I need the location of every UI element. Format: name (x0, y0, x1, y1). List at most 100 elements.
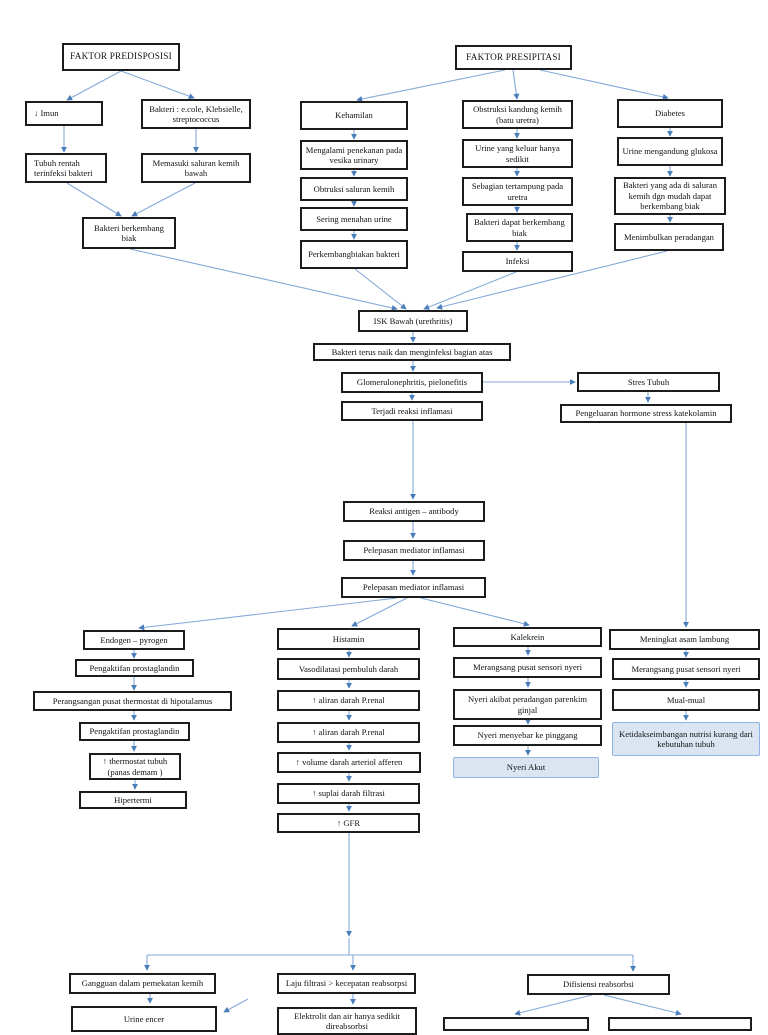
node-perangsangan-thermostat: Perangsangan pusat thermostat di hipotal… (33, 691, 232, 711)
node-label-urine-mengandung: Urine mengandung glukosa (622, 146, 718, 157)
node-label-gfr: ↑ GFR (336, 817, 361, 828)
edge-arrow-0 (66, 70, 122, 101)
node-label-terjadi-reaksi-inflamasi: Terjadi reaksi inflamasi (371, 405, 453, 416)
node-label-pengaktifan-prostaglandin-1: Pengaktifan prostaglandin (89, 662, 180, 673)
node-label-memasuki-saluran: Memasuki saluran kemih bawah (152, 157, 240, 178)
node-pelepasan-mediator-2: Pelepasan mediator inflamasi (341, 577, 486, 598)
node-label-pelepasan-mediator-2: Pelepasan mediator inflamasi (362, 582, 465, 593)
edge-arrow-23 (436, 250, 668, 310)
node-bottom-right-partial (608, 1017, 752, 1031)
node-label-merangsang-nyeri-1: Merangsang pusat sensori nyeri (472, 662, 583, 673)
node-label-elektrolit-sedikit: Elektrolit dan air hanya sedikit direabs… (294, 1010, 400, 1031)
node-vasodilatasi: Vasodilatasi pembuluh darah (277, 658, 420, 680)
node-aliran-darah-2: ↑ aliran darah P.renal (277, 722, 420, 743)
node-label-pengaktifan-prostaglandin-2: Pengaktifan prostaglandin (89, 726, 180, 737)
node-bakteri-berkembang: Bakteri berkembang biak (82, 217, 176, 249)
node-urine-mengandung: Urine mengandung glukosa (617, 137, 723, 166)
edge-arrow-7 (512, 69, 520, 100)
node-sebagian-tertampung: Sebagian tertampung pada uretra (462, 177, 573, 206)
node-label-pengeluaran-hormone: Pengeluaran hormone stress katekolamin (575, 408, 717, 419)
node-thermostat-tubuh: ↑ thermostat tubuh (panas demam ) (89, 753, 181, 780)
node-label-faktor-predisposisi: FAKTOR PREDISPOSISI (70, 51, 172, 62)
node-nyeri-akut: Nyeri Akut (453, 757, 599, 778)
edge-arrow-64 (223, 998, 249, 1013)
node-label-nyeri-akibat: Nyeri akibat peradangan parenkim ginjal (467, 694, 588, 715)
node-label-mual-mual: Mual-mual (666, 694, 706, 705)
node-difisiensi-reabsorbsi: Difisiensi reabsorbsi (527, 974, 670, 995)
node-label-endogen-pyrogen: Endogen – pyrogen (100, 634, 168, 645)
node-label-merangsang-nyeri-2: Merangsang pusat sensori nyeri (631, 663, 741, 674)
node-label-bakteri-mudah: Bakteri yang ada di saluran kemih dgn mu… (622, 180, 718, 212)
node-menimbulkan-peradangan: Menimbulkan peradangan (614, 223, 724, 251)
node-pengaktifan-prostaglandin-1: Pengaktifan prostaglandin (75, 659, 194, 677)
node-label-thermostat-tubuh: ↑ thermostat tubuh (panas demam ) (102, 756, 168, 777)
node-mengalami-penekanan: Mengalami penekanan pada vesika urinary (300, 140, 408, 170)
node-faktor-predisposisi: FAKTOR PREDISPOSISI (62, 43, 180, 71)
node-label-urine-keluar-sedikit: Urine yang keluar hanya sedikit (475, 143, 560, 164)
edge-arrow-6 (356, 69, 506, 102)
node-imun: ↓ Imun (25, 101, 103, 126)
node-memasuki-saluran: Memasuki saluran kemih bawah (141, 153, 251, 183)
node-glomerulonephritis: Glomerulonephritis, pielonefitis (341, 372, 483, 393)
node-merangsang-nyeri-1: Merangsang pusat sensori nyeri (453, 657, 602, 678)
edge-arrow-21 (354, 268, 407, 310)
node-label-reaksi-antigen: Reaksi antigen – antibody (369, 506, 459, 517)
node-elektrolit-sedikit: Elektrolit dan air hanya sedikit direabs… (277, 1007, 417, 1035)
node-label-glomerulonephritis: Glomerulonephritis, pielonefitis (356, 377, 468, 388)
node-label-aliran-darah-2: ↑ aliran darah P.renal (312, 727, 385, 738)
node-aliran-darah-1: ↑ aliran darah P.renal (277, 690, 420, 711)
node-label-hipertermi: Hipertermi (114, 794, 152, 805)
node-perkembangbiakan-bakteri: Perkembangbiakan bakteri (300, 240, 408, 269)
node-terjadi-reaksi-inflamasi: Terjadi reaksi inflamasi (341, 401, 483, 421)
node-label-pelepasan-mediator-1: Pelepasan mediator inflamasi (363, 545, 465, 556)
node-label-mengalami-penekanan: Mengalami penekanan pada vesika urinary (305, 144, 403, 165)
node-pelepasan-mediator-1: Pelepasan mediator inflamasi (343, 540, 485, 561)
node-merangsang-nyeri-2: Merangsang pusat sensori nyeri (612, 658, 760, 680)
node-gangguan-pemekatan: Gangguan dalam pemekatan kemih (69, 973, 216, 994)
node-label-perkembangbiakan-bakteri: Perkembangbiakan bakteri (308, 249, 400, 260)
node-label-aliran-darah-1: ↑ aliran darah P.renal (312, 695, 385, 706)
node-ketidakseimbangan-nutrisi: Ketidakseimbangan nutrisi kurang dari ke… (612, 722, 760, 756)
node-pengeluaran-hormone: Pengeluaran hormone stress katekolamin (560, 404, 732, 423)
node-obtruksi-saluran: Obtruksi saluran kemih (300, 177, 408, 201)
node-bakteri-terus-naik: Bakteri terus naik dan menginfeksi bagia… (313, 343, 511, 361)
node-label-suplai-darah: ↑ suplai darah filtrasi (312, 788, 385, 799)
node-urine-keluar-sedikit: Urine yang keluar hanya sedikit (462, 139, 573, 168)
edge-arrow-34 (420, 597, 530, 627)
node-label-gangguan-pemekatan: Gangguan dalam pemekatan kemih (81, 978, 204, 989)
node-label-diabetes: Diabetes (654, 108, 686, 119)
edge-arrow-5 (131, 182, 196, 217)
edge-arrow-63 (603, 994, 682, 1016)
node-nyeri-menyebar: Nyeri menyebar ke pinggang (453, 725, 602, 746)
node-label-sering-menahan: Sering menahan urine (316, 213, 392, 224)
node-label-infeksi: Infeksi (505, 256, 530, 267)
node-sering-menahan: Sering menahan urine (300, 207, 408, 231)
node-infeksi: Infeksi (462, 251, 573, 272)
node-label-faktor-presipitasi: FAKTOR PRESIPITASI (466, 51, 561, 62)
node-label-stres-tubuh: Stres Tubuh (627, 376, 670, 387)
node-label-kalekrein: Kalekrein (510, 631, 545, 642)
node-label-kehamilan: Kehamilan (335, 110, 373, 121)
edge-arrow-22 (423, 271, 517, 310)
node-label-histamin: Histamin (332, 633, 365, 644)
node-label-bakteri-dapat-berkembang: Bakteri dapat berkembang biak (474, 217, 565, 238)
node-kehamilan: Kehamilan (300, 101, 408, 130)
node-label-perangsangan-thermostat: Perangsangan pusat thermostat di hipotal… (52, 695, 213, 706)
node-label-imun: ↓ Imun (34, 108, 59, 119)
node-label-nyeri-menyebar: Nyeri menyebar ke pinggang (477, 730, 578, 741)
node-label-bakteri-berkembang: Bakteri berkembang biak (94, 222, 164, 243)
node-bakteri-mudah: Bakteri yang ada di saluran kemih dgn mu… (614, 177, 726, 215)
node-label-bakteri-terus-naik: Bakteri terus naik dan menginfeksi bagia… (331, 346, 493, 357)
node-tubuh-rentah: Tubuh rentah terinfeksi bakteri (25, 153, 107, 183)
node-label-laju-filtrasi: Laju filtrasi > kecepatan reabsorpsi (285, 978, 408, 989)
node-mual-mual: Mual-mual (612, 689, 760, 711)
node-label-volume-darah: ↑ volume darah arteriol afferen (295, 757, 403, 768)
node-label-isk-bawah: ISK Bawah (urethritis) (373, 315, 453, 326)
edge-arrow-33 (351, 597, 408, 627)
node-obstruksi-kandung: Obstruksi kandung kemih (batu uretra) (462, 100, 573, 129)
node-bakteri-dapat-berkembang: Bakteri dapat berkembang biak (466, 213, 573, 242)
node-pengaktifan-prostaglandin-2: Pengaktifan prostaglandin (79, 722, 190, 741)
node-hipertermi: Hipertermi (79, 791, 187, 809)
node-label-bakteri-ecole: Bakteri : e.cole, Klebsielle, streptococ… (149, 103, 243, 124)
